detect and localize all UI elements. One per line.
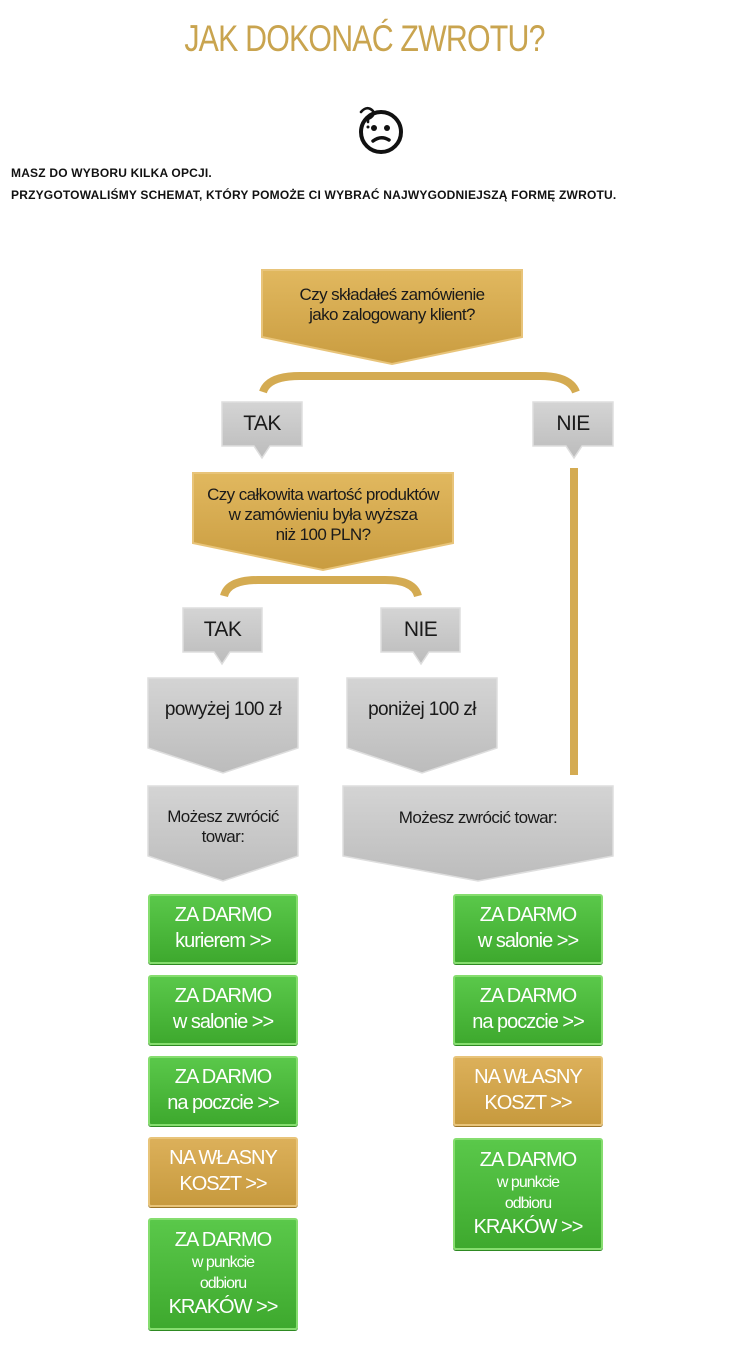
question-1-shape bbox=[261, 269, 523, 366]
left-return-shape bbox=[147, 785, 299, 882]
page-title: JAK DOKONAĆ ZWROTU? bbox=[184, 18, 545, 59]
left-option-pickup-krakow-button[interactable]: ZA DARMO w punkcie odbioru KRAKÓW >> bbox=[148, 1218, 298, 1330]
right-option-pickup-krakow-button[interactable]: ZA DARMO w punkcie odbioru KRAKÓW >> bbox=[453, 1138, 603, 1250]
intro-line-1: MASZ DO WYBORU KILKA OPCJI. bbox=[11, 166, 212, 180]
q2-yes-shape bbox=[182, 607, 263, 666]
question-2-shape bbox=[192, 472, 454, 572]
connector-q2 bbox=[220, 576, 422, 598]
intro-line-2: PRZYGOTOWALIŚMY SCHEMAT, KTÓRY POMOŻE CI… bbox=[11, 188, 617, 202]
q2-no-shape bbox=[380, 607, 461, 666]
q1-yes-shape bbox=[221, 401, 303, 460]
connector-q1 bbox=[259, 372, 580, 394]
q1-no-shape bbox=[532, 401, 614, 460]
thinking-face-icon bbox=[359, 106, 403, 154]
connector-no-vertical bbox=[570, 468, 578, 775]
below-100-shape bbox=[346, 677, 498, 774]
right-return-shape bbox=[342, 785, 614, 882]
above-100-shape bbox=[147, 677, 299, 774]
